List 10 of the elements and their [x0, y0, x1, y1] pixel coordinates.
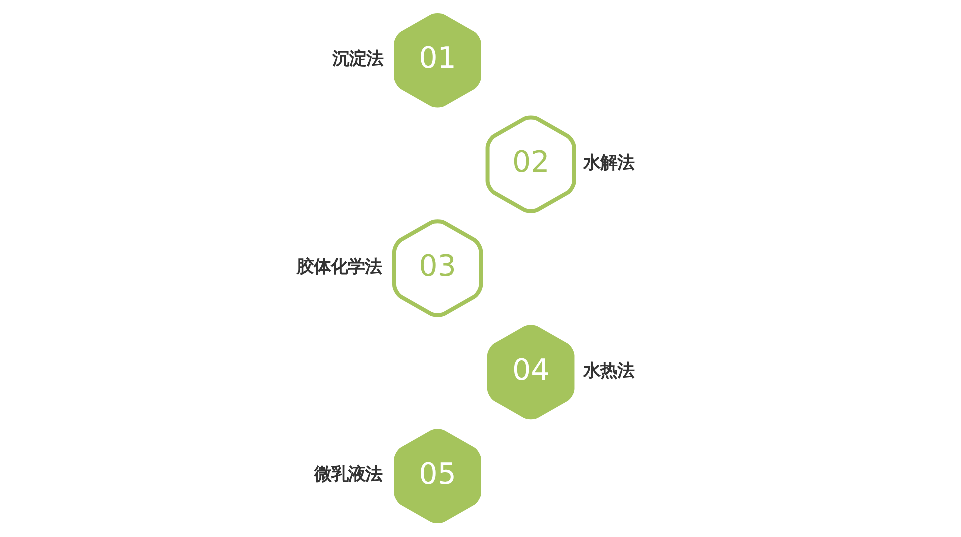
- node-label: 沉淀法: [332, 49, 384, 70]
- node-circle: 02: [485, 116, 576, 214]
- node-circle: 03: [392, 220, 483, 318]
- node-circle: 04: [486, 325, 574, 420]
- node-circle: 05: [394, 429, 481, 524]
- node-label: 水解法: [583, 153, 634, 174]
- node-label: 水热法: [583, 361, 634, 382]
- node-label: 胶体化学法: [296, 257, 382, 278]
- node-label: 微乳液法: [314, 465, 382, 486]
- node-circle: 01: [394, 13, 481, 108]
